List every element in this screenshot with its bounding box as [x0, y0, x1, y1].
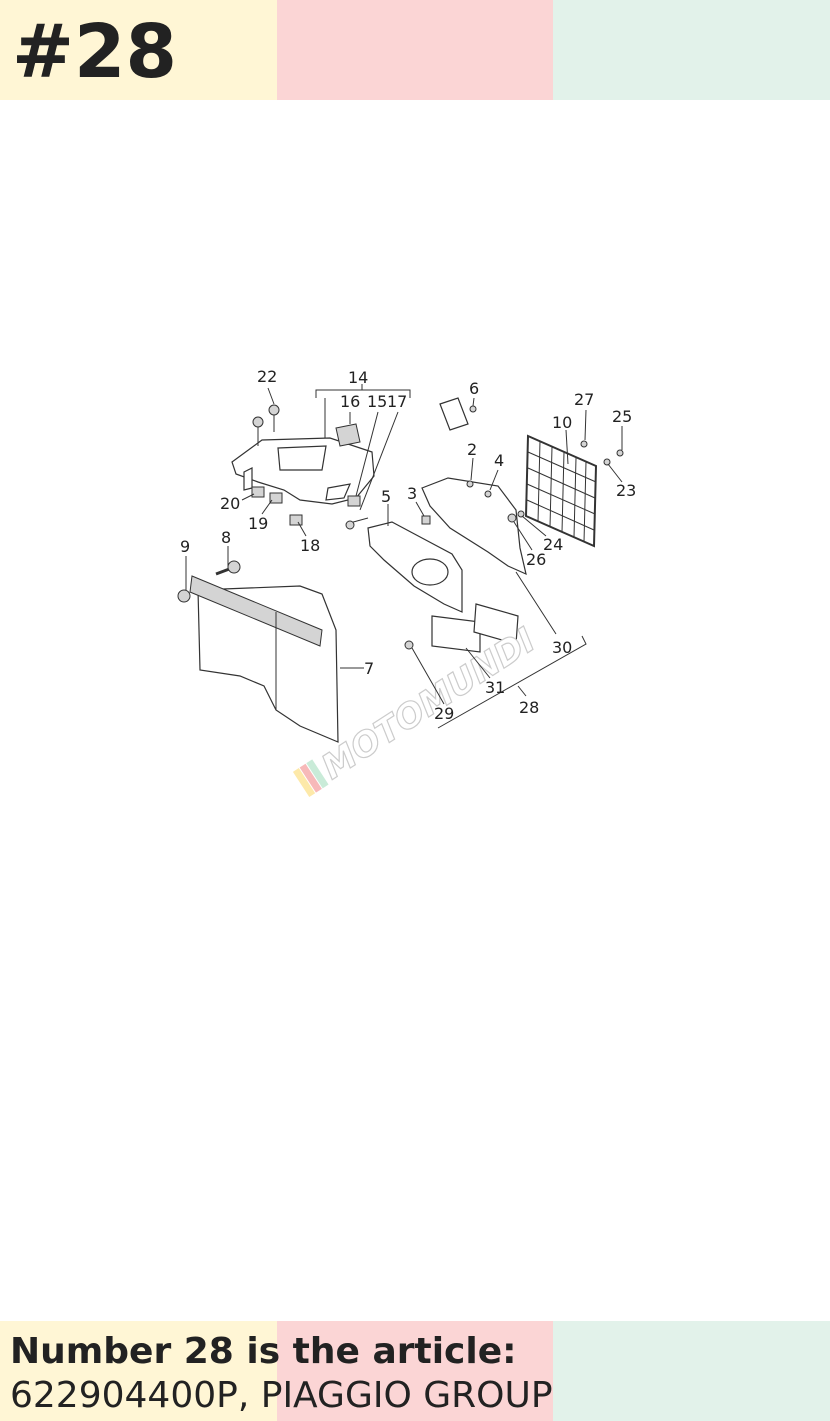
nut-9: [177, 589, 191, 603]
screws-22: [252, 404, 280, 446]
license-plate-holder-10: [524, 434, 598, 548]
mud-flap-7: [189, 575, 339, 743]
nut-15: [347, 495, 361, 507]
top-color-band: [0, 0, 830, 100]
caption-line-2: 622904400P, PIAGGIO GROUP: [10, 1375, 553, 1416]
band-green: [553, 1321, 830, 1421]
callout-4: 4: [494, 451, 504, 470]
callout-16: 16: [340, 392, 360, 411]
callout-24: 24: [543, 535, 563, 554]
callout-30: 30: [552, 638, 572, 657]
callout-18: 18: [300, 536, 320, 555]
callout-9: 9: [180, 537, 190, 556]
band-pink: [276, 0, 554, 100]
callout-25: 25: [612, 407, 632, 426]
nut-19: [269, 492, 283, 504]
callout-10: 10: [552, 413, 572, 432]
callout-31: 31: [485, 678, 505, 697]
bottom-color-band: [0, 1321, 830, 1421]
nut-18: [289, 514, 303, 526]
band-pink: [276, 1321, 554, 1421]
caption-line-1: Number 28 is the article:: [10, 1331, 517, 1372]
callout-17: 17: [387, 392, 407, 411]
callout-6: 6: [469, 379, 479, 398]
band-yellow: [0, 0, 277, 100]
callout-20: 20: [220, 494, 240, 513]
callout-3: 3: [407, 484, 417, 503]
callout-14: 14: [348, 368, 368, 387]
article-caption: Number 28 is the article: 622904400P, PI…: [10, 1330, 825, 1418]
callout-5: 5: [381, 487, 391, 506]
callout-28: 28: [519, 698, 539, 717]
callout-29: 29: [434, 704, 454, 723]
rear-cover-3: [421, 477, 527, 576]
callout-26: 26: [526, 550, 546, 569]
band-yellow: [0, 1321, 277, 1421]
callout-7: 7: [364, 659, 374, 678]
callout-23: 23: [616, 481, 636, 500]
leader-lines: [185, 384, 623, 729]
callout-19: 19: [248, 514, 268, 533]
bracket-6: [439, 397, 469, 431]
exploded-parts-diagram: MOTOMUNDI 22 14 16 15: [177, 367, 636, 798]
nut-20: [251, 486, 265, 498]
callout-27: 27: [574, 390, 594, 409]
callout-labels: 22 14 16 15 17 6 27 10 25 2 4 3 5 23 20 …: [180, 367, 636, 723]
callout-2: 2: [467, 440, 477, 459]
band-green: [553, 0, 830, 100]
light-unit-31: [431, 603, 519, 653]
callout-8: 8: [221, 528, 231, 547]
bolt-8: [215, 560, 241, 576]
part-number-heading: #28: [12, 9, 177, 95]
callout-22: 22: [257, 367, 277, 386]
callout-15: 15: [367, 392, 387, 411]
clip-16: [335, 423, 361, 447]
screw-29: [404, 640, 414, 650]
watermark-text: MOTOMUNDI: [315, 620, 543, 787]
